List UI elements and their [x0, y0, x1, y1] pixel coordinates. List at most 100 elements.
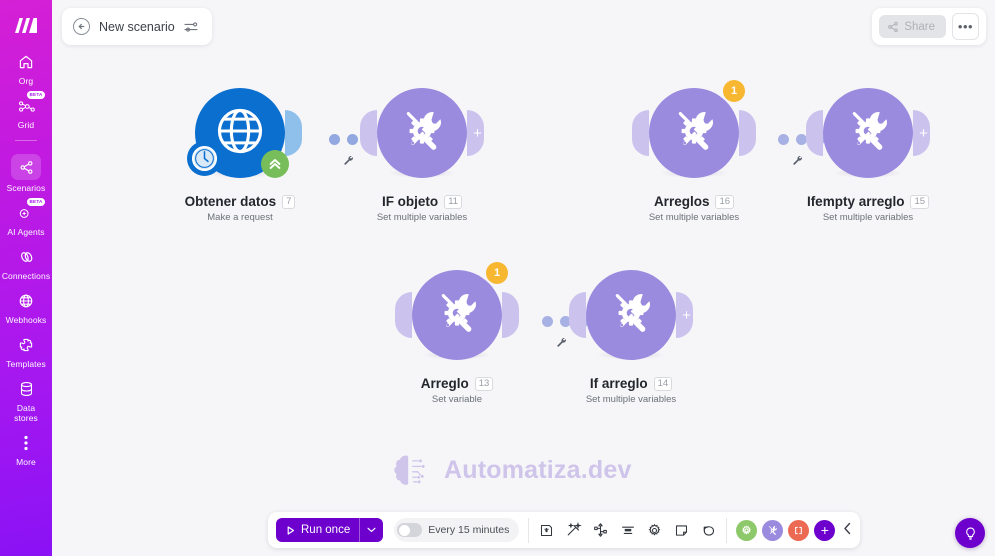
sidebar-item-grid[interactable]: BETA Grid	[0, 91, 52, 130]
link-dot	[542, 315, 553, 327]
module-title: Arreglos	[653, 194, 710, 209]
link-dot	[778, 133, 789, 145]
tools-status-icon[interactable]	[762, 519, 784, 541]
module-number: 13	[474, 376, 494, 391]
grid-nodes-icon: BETA	[13, 91, 45, 117]
webhooks-globe-icon	[13, 290, 39, 312]
align-icon[interactable]	[619, 522, 636, 539]
undo-icon[interactable]	[700, 522, 717, 539]
globe-http-icon	[213, 104, 267, 163]
sidebar-divider	[15, 140, 37, 141]
module-if-objeto[interactable]: +	[342, 80, 502, 223]
toolbar-divider	[528, 517, 530, 543]
run-button-divider	[359, 518, 361, 542]
auto-align-icon[interactable]	[565, 522, 582, 539]
schedule-control[interactable]: Every 15 minutes	[394, 518, 520, 542]
module-circle[interactable]	[823, 88, 913, 178]
back-arrow-icon[interactable]	[73, 18, 90, 35]
scenario-name[interactable]: New scenario	[99, 19, 175, 34]
module-arreglos[interactable]: 1 Arreglos 16 Set multiple variables	[614, 80, 774, 223]
share-button[interactable]: Share	[879, 15, 946, 38]
module-number: 16	[715, 194, 735, 209]
run-once-main[interactable]: Run once	[276, 518, 359, 542]
sidebar-item-org[interactable]: Org	[0, 51, 52, 86]
module-obtener-datos[interactable]: Obtener datos 7 Make a request	[160, 80, 320, 223]
data-store-icon	[13, 378, 39, 400]
sidebar-item-webhooks[interactable]: Webhooks	[0, 290, 52, 325]
module-number: 7	[282, 194, 296, 209]
sidebar-item-label: Grid	[17, 120, 35, 130]
link-wrench-icon[interactable]	[343, 155, 354, 169]
run-once-label: Run once	[301, 524, 351, 536]
link-wrench-icon[interactable]	[556, 337, 567, 351]
connections-link-icon	[13, 246, 39, 268]
add-module-button[interactable]: +	[814, 519, 836, 541]
make-logo[interactable]	[0, 8, 52, 42]
module-icon-wrap: 1	[395, 262, 519, 368]
notes-icon[interactable]	[673, 522, 690, 539]
sidebar-item-label: Data	[16, 403, 36, 413]
module-ifempty-arreglo[interactable]: +	[788, 80, 948, 223]
sidebar-item-data-stores[interactable]: Data stores	[0, 378, 52, 423]
more-options-button[interactable]: •••	[952, 13, 979, 40]
more-horizontal-icon: •••	[957, 19, 974, 34]
share-nodes-icon	[887, 21, 899, 33]
module-circle[interactable]	[377, 88, 467, 178]
add-next-module-button[interactable]: +	[676, 292, 693, 338]
module-warning-badge[interactable]: 1	[723, 80, 745, 102]
lightbulb-icon	[963, 526, 978, 541]
errors-status-icon[interactable]	[788, 519, 810, 541]
settings-gear-icon[interactable]	[646, 522, 663, 539]
link-dot	[329, 133, 340, 145]
module-arreglo[interactable]: 1 Arreglo 13 Set variable	[377, 262, 537, 405]
module-warning-badge[interactable]: 1	[486, 262, 508, 284]
module-subtitle: Set multiple variables	[585, 394, 677, 405]
connector-cap-left	[569, 292, 586, 338]
module-number: 15	[910, 194, 930, 209]
save-icon[interactable]	[538, 522, 555, 539]
sidebar-item-label: Connections	[1, 271, 51, 281]
schedule-toggle[interactable]	[397, 523, 423, 537]
explore-flow-icon[interactable]	[592, 522, 609, 539]
schedule-label: Every 15 minutes	[428, 524, 510, 536]
sidebar-item-label: Org	[18, 76, 34, 86]
sidebar-item-more[interactable]: More	[0, 432, 52, 467]
add-next-module-button[interactable]: +	[913, 110, 930, 156]
scenarios-share-icon	[11, 154, 41, 180]
connector-cap-right	[285, 110, 302, 156]
chevron-down-icon	[367, 527, 376, 533]
play-icon	[285, 525, 296, 536]
sliders-icon[interactable]	[184, 21, 198, 33]
module-icon-wrap: 1	[632, 80, 756, 186]
ai-agent-icon: BETA	[13, 198, 45, 224]
module-title-row: IF objeto 11	[382, 194, 463, 209]
sidebar-item-label: Scenarios	[6, 183, 46, 193]
connections-status-icon[interactable]	[736, 519, 758, 541]
scenario-canvas[interactable]: New scenario Share •••	[52, 0, 995, 556]
scenario-actions: Share •••	[872, 8, 986, 45]
clock-icon[interactable]	[187, 141, 222, 176]
module-subtitle: Make a request	[207, 212, 273, 223]
module-circle[interactable]	[586, 270, 676, 360]
help-button[interactable]	[955, 518, 985, 548]
connector-cap-left	[632, 110, 649, 156]
home-icon	[13, 51, 39, 73]
sidebar-item-scenarios[interactable]: Scenarios	[0, 154, 52, 193]
module-circle[interactable]	[412, 270, 502, 360]
sidebar-item-ai-agents[interactable]: BETA AI Agents	[0, 198, 52, 237]
link-wrench-icon[interactable]	[792, 155, 803, 169]
chevron-left-icon[interactable]	[843, 522, 852, 538]
module-title-row: Arreglos 16	[653, 194, 735, 209]
double-chevron-up-icon[interactable]	[261, 150, 289, 178]
run-options-dropdown[interactable]	[360, 518, 383, 542]
module-if-arreglo[interactable]: +	[551, 262, 711, 405]
sidebar-item-templates[interactable]: Templates	[0, 334, 52, 369]
module-number: 11	[444, 194, 463, 209]
module-circle[interactable]	[649, 88, 739, 178]
module-subtitle: Set multiple variables	[648, 212, 740, 223]
add-next-module-button[interactable]: +	[467, 110, 484, 156]
module-subtitle: Set multiple variables	[822, 212, 914, 223]
run-once-button[interactable]: Run once	[276, 518, 384, 542]
sidebar-item-connections[interactable]: Connections	[0, 246, 52, 281]
